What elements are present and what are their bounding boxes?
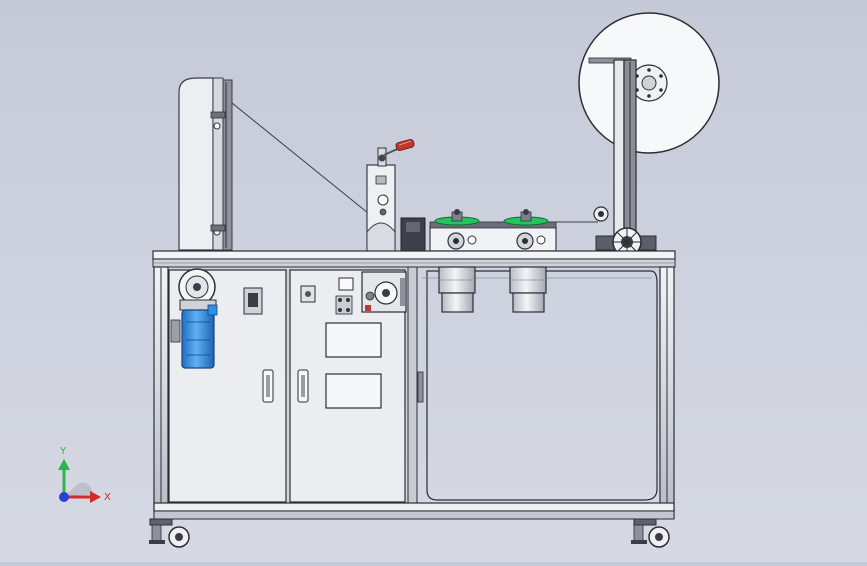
cylinder-right — [509, 266, 547, 313]
gearbox — [361, 271, 407, 313]
frame — [153, 266, 675, 520]
welding-head — [366, 138, 415, 252]
drive-motor — [170, 268, 218, 369]
cylinder-left — [438, 266, 476, 313]
material-reel — [578, 12, 720, 154]
control-module — [243, 287, 263, 315]
left-feed-column — [178, 77, 233, 251]
roller-table — [429, 209, 598, 252]
right-cabinet-door — [289, 269, 406, 503]
table-top — [152, 250, 676, 268]
x-axis-label: X — [104, 492, 111, 503]
y-axis-label: Y — [59, 446, 67, 457]
cutter-bracket — [400, 217, 426, 252]
axis-triad[interactable]: Y X — [58, 446, 111, 503]
divider-bracket — [417, 371, 424, 403]
feed-cable — [231, 102, 369, 214]
z-axis-dot — [59, 492, 69, 502]
reel-support-post — [613, 59, 637, 257]
caster-right — [631, 518, 670, 548]
y-axis-arrowhead — [58, 459, 70, 470]
switch-cluster — [335, 295, 353, 315]
caster-left — [149, 518, 190, 548]
x-axis-arrowhead — [90, 491, 101, 503]
